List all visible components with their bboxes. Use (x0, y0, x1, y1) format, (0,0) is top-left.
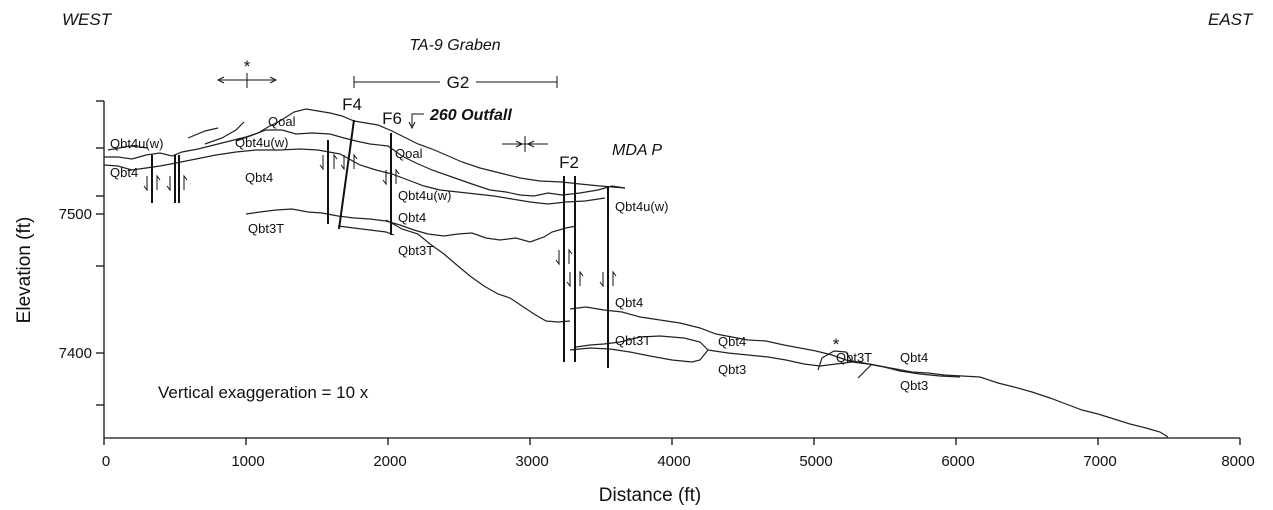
mda-label: MDA P (612, 142, 662, 159)
unit-label: Qbt4 (718, 334, 746, 349)
unit-label: Qbt3 (900, 378, 928, 393)
outfall-label: 260 Outfall (429, 107, 512, 124)
unit-label: Qbt3 (718, 362, 746, 377)
x-tick-label: 4000 (657, 453, 690, 470)
qbt3t-lens-line (858, 364, 872, 378)
unit-label: Qbt4u(w) (110, 136, 163, 151)
fault-label-f2: F2 (559, 153, 579, 172)
x-tick-label: 1000 (231, 453, 264, 470)
converging-arrows (502, 136, 548, 152)
unit-label: Qbt3T (248, 221, 284, 236)
x-tick-label: 0 (102, 453, 110, 470)
east-label: EAST (1208, 10, 1254, 29)
y-tick-label: 7400 (59, 345, 92, 362)
surface-fragment-line (188, 128, 218, 138)
x-tick-label: 2000 (373, 453, 406, 470)
double-arrow (218, 73, 276, 88)
unit-label: Qbt4u(w) (398, 188, 451, 203)
x-tick-label: 6000 (941, 453, 974, 470)
star-marker: * (833, 335, 840, 354)
x-axis (104, 438, 1240, 445)
ground-surface-line (104, 109, 625, 188)
y-axis (96, 101, 104, 438)
unit-label: Qbt4 (615, 295, 643, 310)
unit-label: Qbt4 (398, 210, 426, 225)
x-tick-label: 3000 (515, 453, 548, 470)
x-axis-title: Distance (ft) (599, 485, 701, 506)
unit-label: Qbt4 (900, 350, 928, 365)
unit-label: Qbt4u(w) (615, 199, 668, 214)
unit-label: Qbt4 (245, 170, 273, 185)
unit-label: Qoal (268, 114, 296, 129)
unit-label: Qbt3T (398, 243, 434, 258)
outfall-arrow (409, 114, 424, 128)
x-tick-label: 5000 (799, 453, 832, 470)
lower-profile-line (570, 307, 1168, 437)
x-tick-label: 7000 (1083, 453, 1116, 470)
unit-label: Qbt3T (836, 350, 872, 365)
x-tick-label: 8000 (1221, 453, 1254, 470)
fault-label-f6: F6 (382, 109, 402, 128)
y-axis-title: Elevation (ft) (14, 217, 35, 324)
qbt3t-base-line (338, 226, 394, 235)
unit-label: Qoal (395, 146, 423, 161)
unit-label: Qbt3T (615, 333, 651, 348)
y-tick-label: 7500 (59, 206, 92, 223)
unit-label: Qbt4u(w) (235, 135, 288, 150)
west-label: WEST (62, 10, 113, 29)
g2-label: G2 (447, 73, 470, 92)
fault-label-f4: F4 (342, 95, 362, 114)
unit-label: Qbt4 (110, 165, 138, 180)
fault-lines (152, 120, 608, 368)
exaggeration-note: Vertical exaggeration = 10 x (158, 383, 369, 402)
graben-label: TA-9 Graben (409, 37, 500, 54)
